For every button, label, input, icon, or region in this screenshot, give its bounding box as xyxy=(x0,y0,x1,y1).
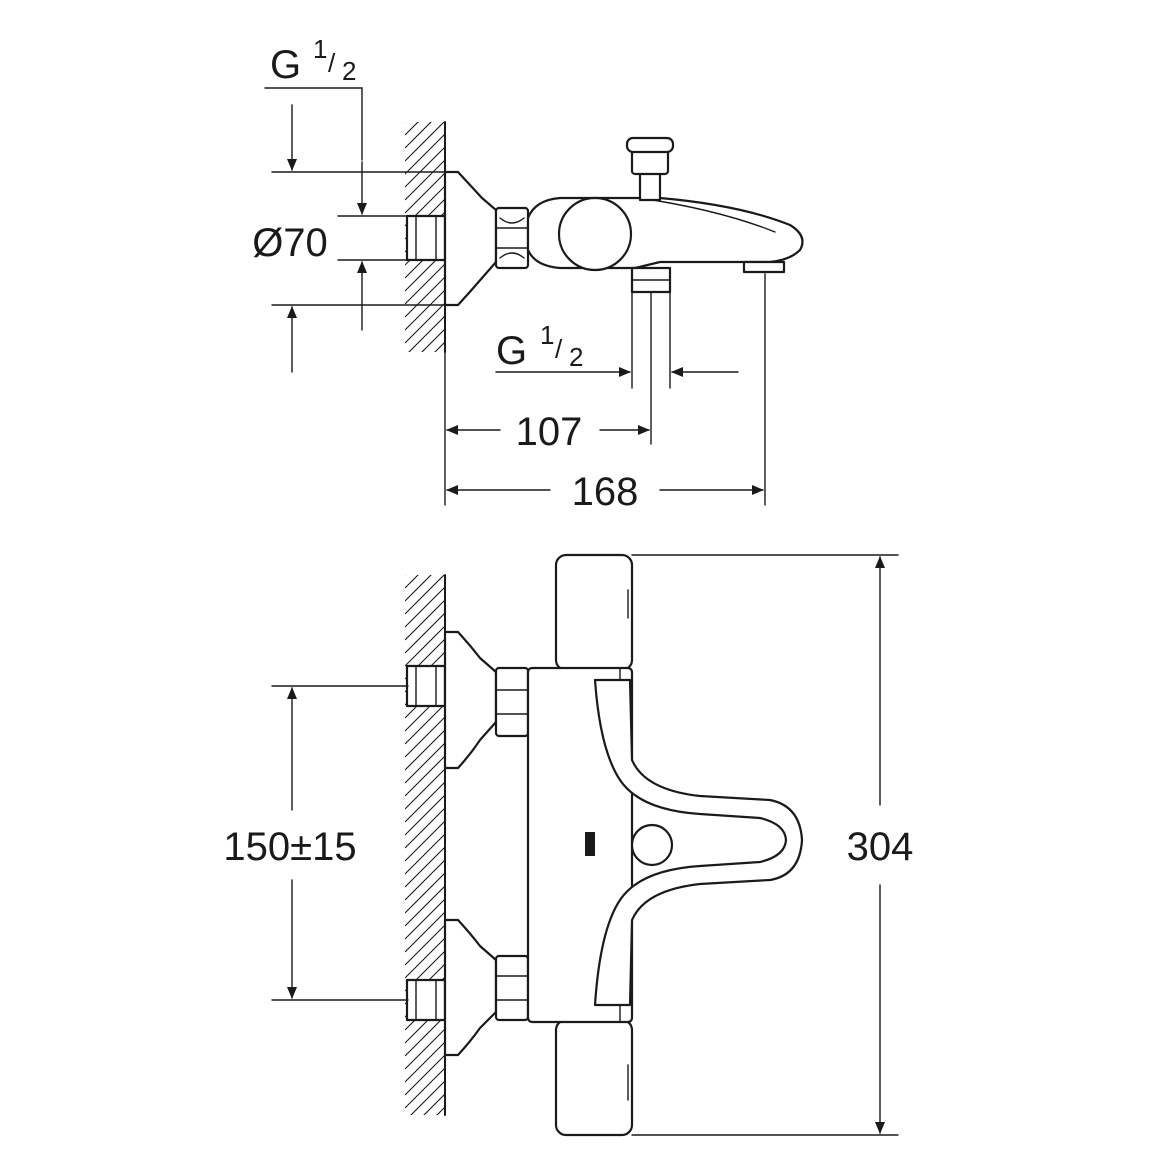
wall-hatch-line xyxy=(405,807,445,849)
wall-hatch-line xyxy=(405,122,445,162)
wall-hatch-line xyxy=(408,315,445,352)
dimension-total-depth: 168 xyxy=(446,273,766,514)
wall-hatch-line xyxy=(405,575,445,615)
thread-top-numerator: 1 xyxy=(313,34,327,64)
wall-hatch-line xyxy=(405,586,445,628)
wall-hatch-line xyxy=(405,302,445,344)
thread-top-base: G xyxy=(270,43,301,87)
wall-hatch-line xyxy=(405,599,445,641)
front-view: 150±15 304 xyxy=(212,553,926,1160)
height-value: 304 xyxy=(847,825,914,869)
wall-hatch-line xyxy=(405,742,445,784)
diameter-label: Ø70 xyxy=(252,221,328,265)
wall-hatch-line xyxy=(405,1146,445,1160)
wall-hatch-line xyxy=(405,898,445,940)
wall-hatch-line xyxy=(405,146,445,188)
wall-hatch-line xyxy=(405,755,445,797)
wall-hatch-line xyxy=(405,911,445,953)
dimension-thread-top: G 1 / 2 xyxy=(264,34,453,373)
wall-hatch-line xyxy=(405,575,406,576)
wall-hatch-line xyxy=(405,937,445,979)
wall-hatch-line xyxy=(405,703,445,745)
wall-hatch-line xyxy=(405,885,445,927)
wall-hatch-line xyxy=(405,794,445,836)
spout-front xyxy=(593,678,804,1007)
wall-hatch-line xyxy=(405,276,445,318)
thread-bottom-slash: / xyxy=(555,334,563,364)
temperature-knob-side xyxy=(557,196,633,272)
wall-hatch-line xyxy=(405,924,445,966)
wall-hatch-line xyxy=(405,1041,445,1083)
inlet-spacing-value: 150±15 xyxy=(223,825,356,869)
wall-hatch-line xyxy=(405,355,445,395)
wall-hatch-line xyxy=(405,820,445,862)
wall-hatch-line xyxy=(423,1093,445,1115)
wall-hatch-line xyxy=(405,381,445,421)
wall-hatch-line xyxy=(405,159,445,201)
wall-hatch-line xyxy=(405,1133,445,1160)
wall-hatch-line xyxy=(405,133,445,175)
inlet-fitting-side xyxy=(405,214,447,262)
dimension-spout-outlet: 107 xyxy=(444,291,652,506)
dimension-inlet-spacing: 150±15 xyxy=(212,685,409,1001)
wall-hatch-line xyxy=(405,263,445,305)
spout-aerator xyxy=(742,260,786,274)
wall-hatch-line xyxy=(405,716,445,758)
side-view: G 1 / 2 Ø70 G 1 / 2 xyxy=(252,34,804,514)
escutcheon-side xyxy=(443,170,498,307)
wall-hatch-line xyxy=(405,1054,445,1096)
inlet-fitting-upper xyxy=(405,630,530,770)
wall-hatch-line xyxy=(434,341,445,352)
thread-bottom-numerator: 1 xyxy=(540,320,554,350)
diverter-button xyxy=(625,136,675,202)
wall-hatch-line xyxy=(405,625,445,667)
wall-hatch-line xyxy=(405,872,445,914)
total-depth-value: 168 xyxy=(572,470,639,514)
wall-hatch-line xyxy=(405,575,432,602)
lower-handle-cylinder xyxy=(554,1018,634,1137)
wall-hatch-line xyxy=(405,1028,445,1070)
wall-hatch-line xyxy=(405,846,445,888)
wall-hatch-line xyxy=(405,729,445,771)
inlet-fitting-lower xyxy=(405,918,530,1057)
wall-hatch-line xyxy=(405,859,445,901)
thread-bottom-denominator: 2 xyxy=(569,342,583,372)
wall-front-view xyxy=(405,574,446,1160)
upper-handle-cylinder xyxy=(554,553,634,672)
dimension-diameter: Ø70 xyxy=(252,161,409,331)
wall-hatch-line xyxy=(436,1106,445,1115)
wall-hatch-line xyxy=(410,1080,445,1115)
wall-hatch-line xyxy=(421,328,445,352)
wall-hatch-line xyxy=(405,172,445,214)
thread-bottom-base: G xyxy=(496,329,527,373)
wall-hatch-line xyxy=(405,122,406,123)
wall-hatch-line xyxy=(405,612,445,654)
indicator-mark xyxy=(585,832,595,856)
thread-top-slash: / xyxy=(328,48,336,78)
wall-hatch-line xyxy=(405,289,445,331)
wall-hatch-line xyxy=(405,768,445,810)
dimension-height: 304 xyxy=(631,554,926,1136)
wall-hatch-line xyxy=(405,1015,445,1057)
hex-nut-side xyxy=(494,206,530,270)
diverter-knob-front xyxy=(630,823,674,867)
wall-hatch-line xyxy=(405,368,445,408)
wall-hatch-line xyxy=(405,122,419,136)
spout-outlet-value: 107 xyxy=(516,410,583,454)
wall-hatch-line xyxy=(405,781,445,823)
wall-hatch-line xyxy=(405,122,432,149)
dimension-thread-bottom: G 1 / 2 xyxy=(495,291,739,389)
shower-outlet-side xyxy=(630,266,672,294)
thread-top-denominator: 2 xyxy=(342,56,356,86)
wall-hatch-line xyxy=(405,1120,445,1160)
wall-hatch-line xyxy=(405,833,445,875)
wall-hatch-line xyxy=(405,575,419,589)
wall-hatch-line xyxy=(405,1067,445,1109)
